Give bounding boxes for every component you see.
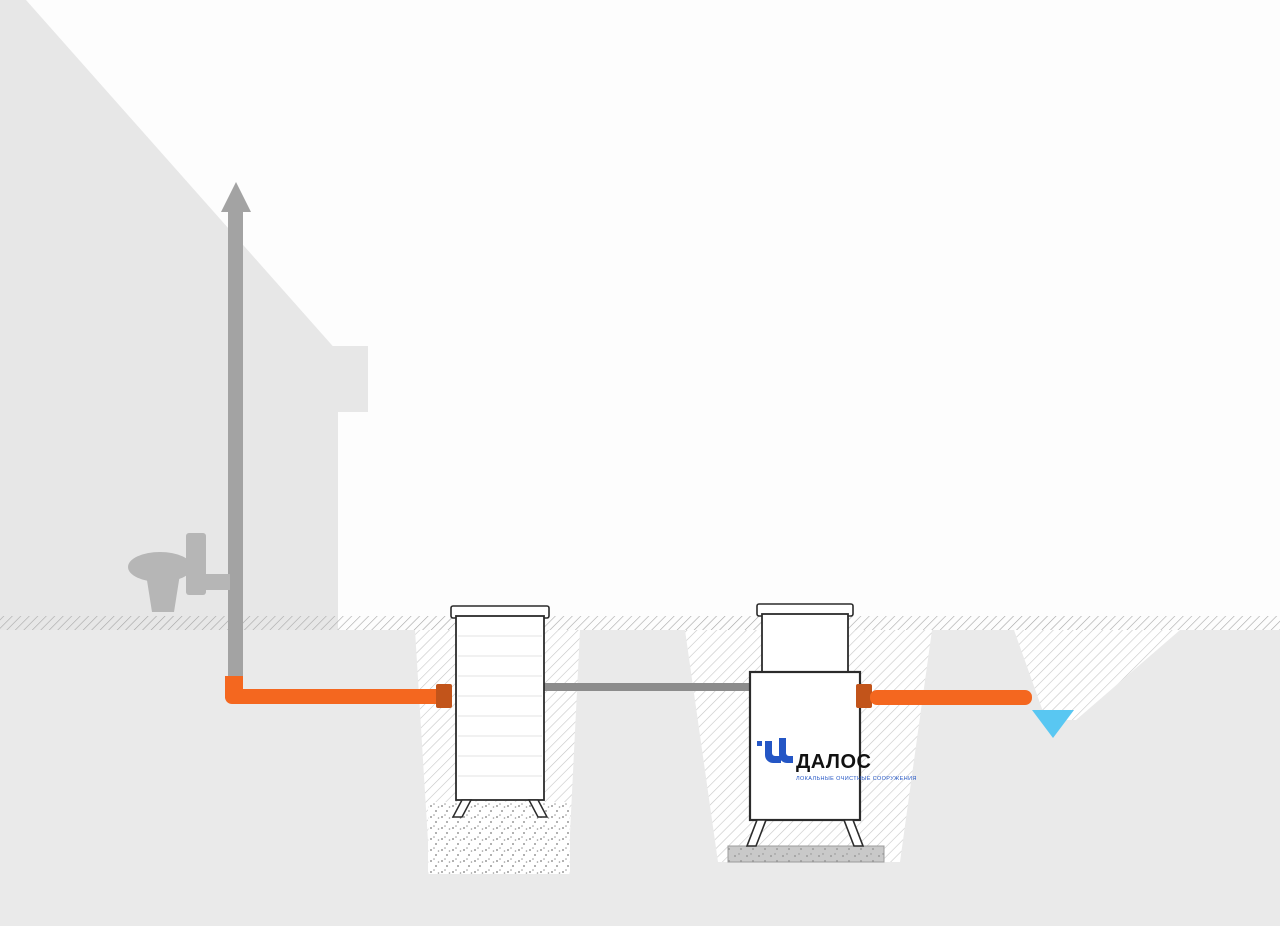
tank2-foot-left — [745, 819, 768, 847]
concrete-slab — [727, 845, 885, 863]
gravel-base — [428, 802, 570, 874]
outlet-pipe — [856, 684, 1032, 708]
vent-arrow-icon — [221, 182, 251, 212]
tank1-body — [455, 615, 545, 801]
pipe-coupling-1 — [436, 684, 452, 708]
vent-pipe — [221, 182, 251, 692]
inlet-pipe — [225, 676, 452, 708]
tank1-foot-right — [527, 799, 549, 818]
toilet-outlet — [204, 574, 230, 590]
house-silhouette — [0, 0, 368, 630]
ditch-hatch — [1014, 630, 1180, 720]
drainage-ditch — [1014, 630, 1180, 738]
logo-text: ДАЛОС — [796, 751, 871, 773]
tank2-foot-right — [842, 819, 865, 847]
logo-subtitle: ЛОКАЛЬНЫЕ ОЧИСТНЫЕ СООРУЖЕНИЯ — [796, 776, 917, 782]
water-icon — [1032, 710, 1074, 738]
tank2-riser — [761, 613, 849, 673]
ground-surface-hatch — [0, 616, 1280, 630]
tank1-corrugation — [458, 635, 542, 777]
vent-stack — [228, 208, 243, 692]
toilet-icon — [128, 533, 230, 612]
septic-tank-1 — [450, 605, 550, 818]
dalos-logo: ДАЛОС ЛОКАЛЬНЫЕ ОЧИСТНЫЕ СООРУЖЕНИЯ — [757, 738, 917, 782]
house-roof-and-wall — [0, 0, 338, 630]
septic-tank-2: ДАЛОС ЛОКАЛЬНЫЕ ОЧИСТНЫЕ СООРУЖЕНИЯ — [745, 603, 917, 847]
pipe-coupling-2 — [856, 684, 872, 708]
logo-mark-icon — [757, 738, 793, 763]
outlet-run — [870, 690, 1032, 705]
inlet-run — [225, 689, 447, 704]
tank1-foot-left — [451, 799, 473, 818]
toilet-cistern — [186, 533, 206, 595]
house-chimney — [322, 346, 368, 412]
toilet-pedestal — [146, 574, 180, 612]
interconnect-pipe — [540, 683, 758, 691]
